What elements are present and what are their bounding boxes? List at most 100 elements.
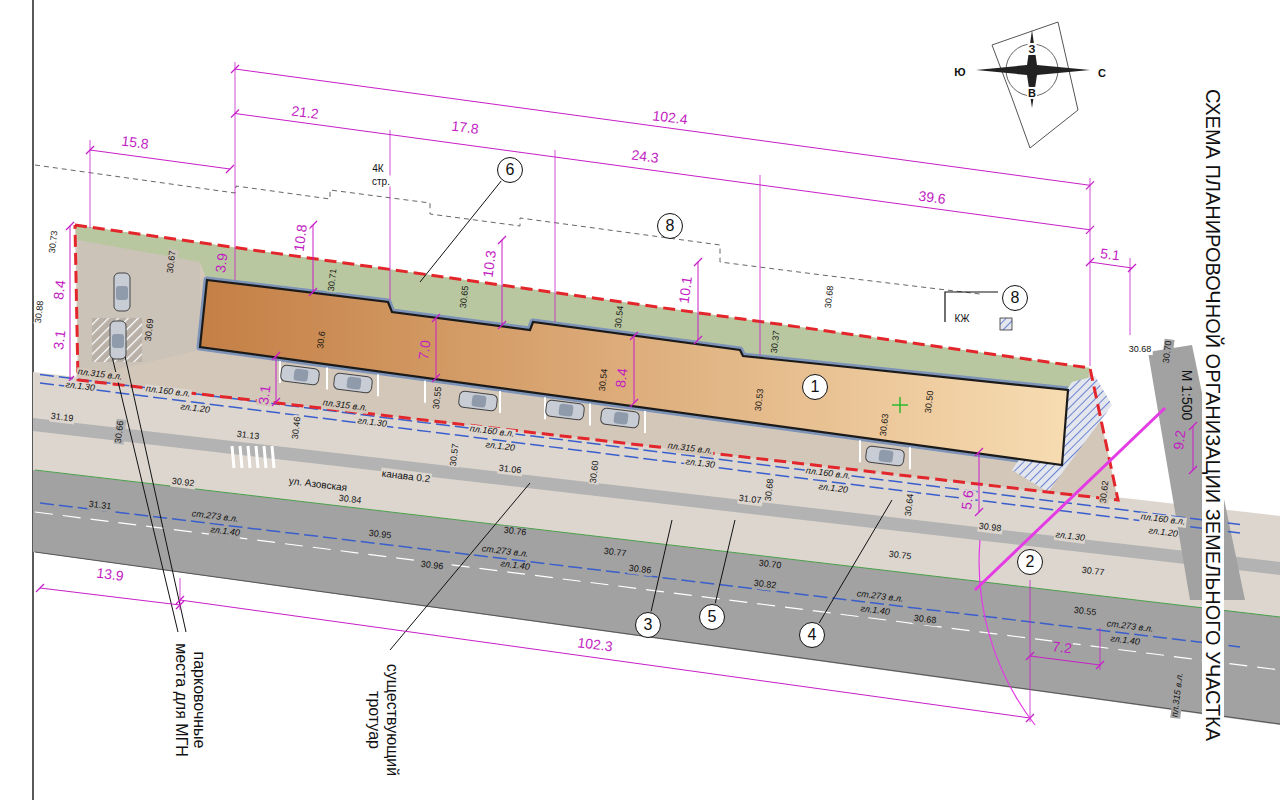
crosswalk-stripe	[232, 446, 234, 468]
compass-letter: В	[1027, 87, 1037, 99]
dimension-line	[436, 318, 437, 378]
stall-line	[326, 367, 328, 389]
dimension-tick	[86, 146, 94, 154]
elevation-mark: 30.64	[904, 492, 917, 518]
car-symbol	[458, 391, 498, 412]
extension-line	[1100, 628, 1101, 670]
dimension-tick	[630, 399, 638, 407]
car-roof	[613, 411, 628, 425]
callout-circle: 3	[635, 612, 661, 638]
elevation-mark: 30.46	[291, 415, 304, 441]
note-text: 4К	[371, 163, 384, 174]
elevation-mark: 30.88	[34, 299, 47, 325]
elevation-mark: 31.19	[49, 412, 75, 425]
elevation-mark: 30.77	[602, 547, 628, 560]
dimension-value: 15.8	[120, 134, 151, 153]
elevation-mark: 30.92	[170, 477, 196, 490]
dimension-tick	[309, 288, 317, 296]
crosswalk-stripe	[248, 446, 250, 468]
car-symbol	[280, 365, 320, 386]
pipe-label: гл.1.30	[356, 416, 388, 430]
dimension-line	[70, 226, 71, 380]
dimension-tick	[694, 258, 702, 266]
dimension-tick	[231, 110, 239, 118]
elevation-mark: 30.68	[764, 477, 777, 503]
dimension-line	[235, 114, 1090, 230]
elevation-mark: 30.76	[502, 526, 528, 539]
callout-circle: 5	[699, 604, 725, 630]
car-body	[110, 321, 126, 359]
elevation-mark: 30.50	[924, 389, 937, 415]
dimension-tick	[432, 374, 440, 382]
side-road	[1148, 345, 1245, 600]
elevation-mark: 30.98	[977, 522, 1003, 535]
car-roof	[878, 449, 893, 463]
elevation-mark: 30.54	[598, 367, 611, 393]
elevation-mark: 30.63	[879, 412, 892, 438]
car-roof	[558, 403, 573, 417]
dimension-tick	[1086, 226, 1094, 234]
callout-note: парковочные места для МГН	[172, 634, 207, 766]
pipe-label: пл.315 в.л.	[1170, 671, 1186, 719]
pipe-label: пл.160 в.л.	[468, 424, 516, 440]
dimension-line	[313, 225, 314, 292]
dimension-tick	[1189, 422, 1197, 430]
callout-circle: 6	[497, 157, 523, 183]
extension-line	[555, 150, 556, 322]
callout-number: 8	[666, 218, 675, 234]
elevation-mark: 31.31	[87, 500, 113, 513]
water-pipe	[40, 503, 1240, 647]
pipe-label: пл.160 в.л.	[144, 384, 192, 400]
elevation-mark: 30.55	[1072, 606, 1098, 619]
pipe-label: гл.1.40	[499, 559, 531, 573]
callout-number: 5	[708, 609, 717, 625]
elevation-mark: 30.37	[770, 329, 783, 355]
callout-circle: 4	[799, 622, 825, 648]
elevation-mark: 30.66	[114, 419, 127, 445]
elevation-mark: 30.55	[432, 385, 445, 411]
elevation-mark: 30.60	[589, 459, 602, 485]
car-roof	[116, 286, 128, 300]
leader-line	[715, 520, 735, 603]
dimension-value: 8.4	[613, 366, 631, 389]
dimension-value: 24.3	[630, 148, 661, 167]
road-centre	[35, 512, 1280, 670]
extension-line	[1090, 178, 1091, 366]
dimension-tick	[694, 336, 702, 344]
elevation-mark: 30.70	[757, 559, 783, 572]
car-body	[545, 400, 585, 421]
elevation-mark: 30.95	[367, 529, 393, 542]
elevation-mark: 30.77	[1080, 566, 1106, 579]
dimension-value: 102.4	[651, 108, 690, 128]
note-text: стр.	[371, 176, 391, 187]
dimension-value: 5.1	[1098, 246, 1121, 264]
pipe-label: пл.315 в.л.	[666, 441, 714, 457]
dimension-line	[979, 452, 980, 512]
dimension-tick	[66, 222, 74, 230]
stall-line	[424, 381, 426, 403]
crosswalk-stripe	[256, 446, 258, 468]
callout-number: 2	[1026, 554, 1035, 570]
dimension-value: 3.1	[256, 383, 274, 406]
dimension-value: 5.6	[959, 488, 977, 511]
dimension-value: 10.8	[292, 223, 311, 254]
crosswalk-stripe	[264, 446, 266, 468]
leader-line	[819, 500, 892, 623]
dimension-line	[90, 150, 230, 169]
elevation-mark: 30.57	[449, 442, 462, 468]
car-roof	[346, 376, 361, 390]
car-body	[280, 365, 320, 386]
pipe-label: ст.273 в.л.	[480, 544, 530, 560]
pipe-label: пл.160 в.л.	[1139, 512, 1187, 528]
elevation-mark: 30.65	[459, 284, 472, 310]
extension-line	[235, 62, 236, 280]
note-text: канава 0.2	[380, 467, 432, 484]
dimension-value: 17.8	[450, 119, 481, 138]
pipe-label: ст.273 в.л.	[855, 589, 905, 605]
crosswalk-stripe	[272, 446, 274, 468]
building-outline	[200, 280, 1068, 465]
pipe-label: ст.273 в.л.	[1105, 619, 1155, 635]
elevation-mark: 30.69	[144, 317, 157, 343]
pipe-label: гл.1.30	[684, 457, 716, 471]
dimension-value: 3.9	[213, 251, 231, 274]
